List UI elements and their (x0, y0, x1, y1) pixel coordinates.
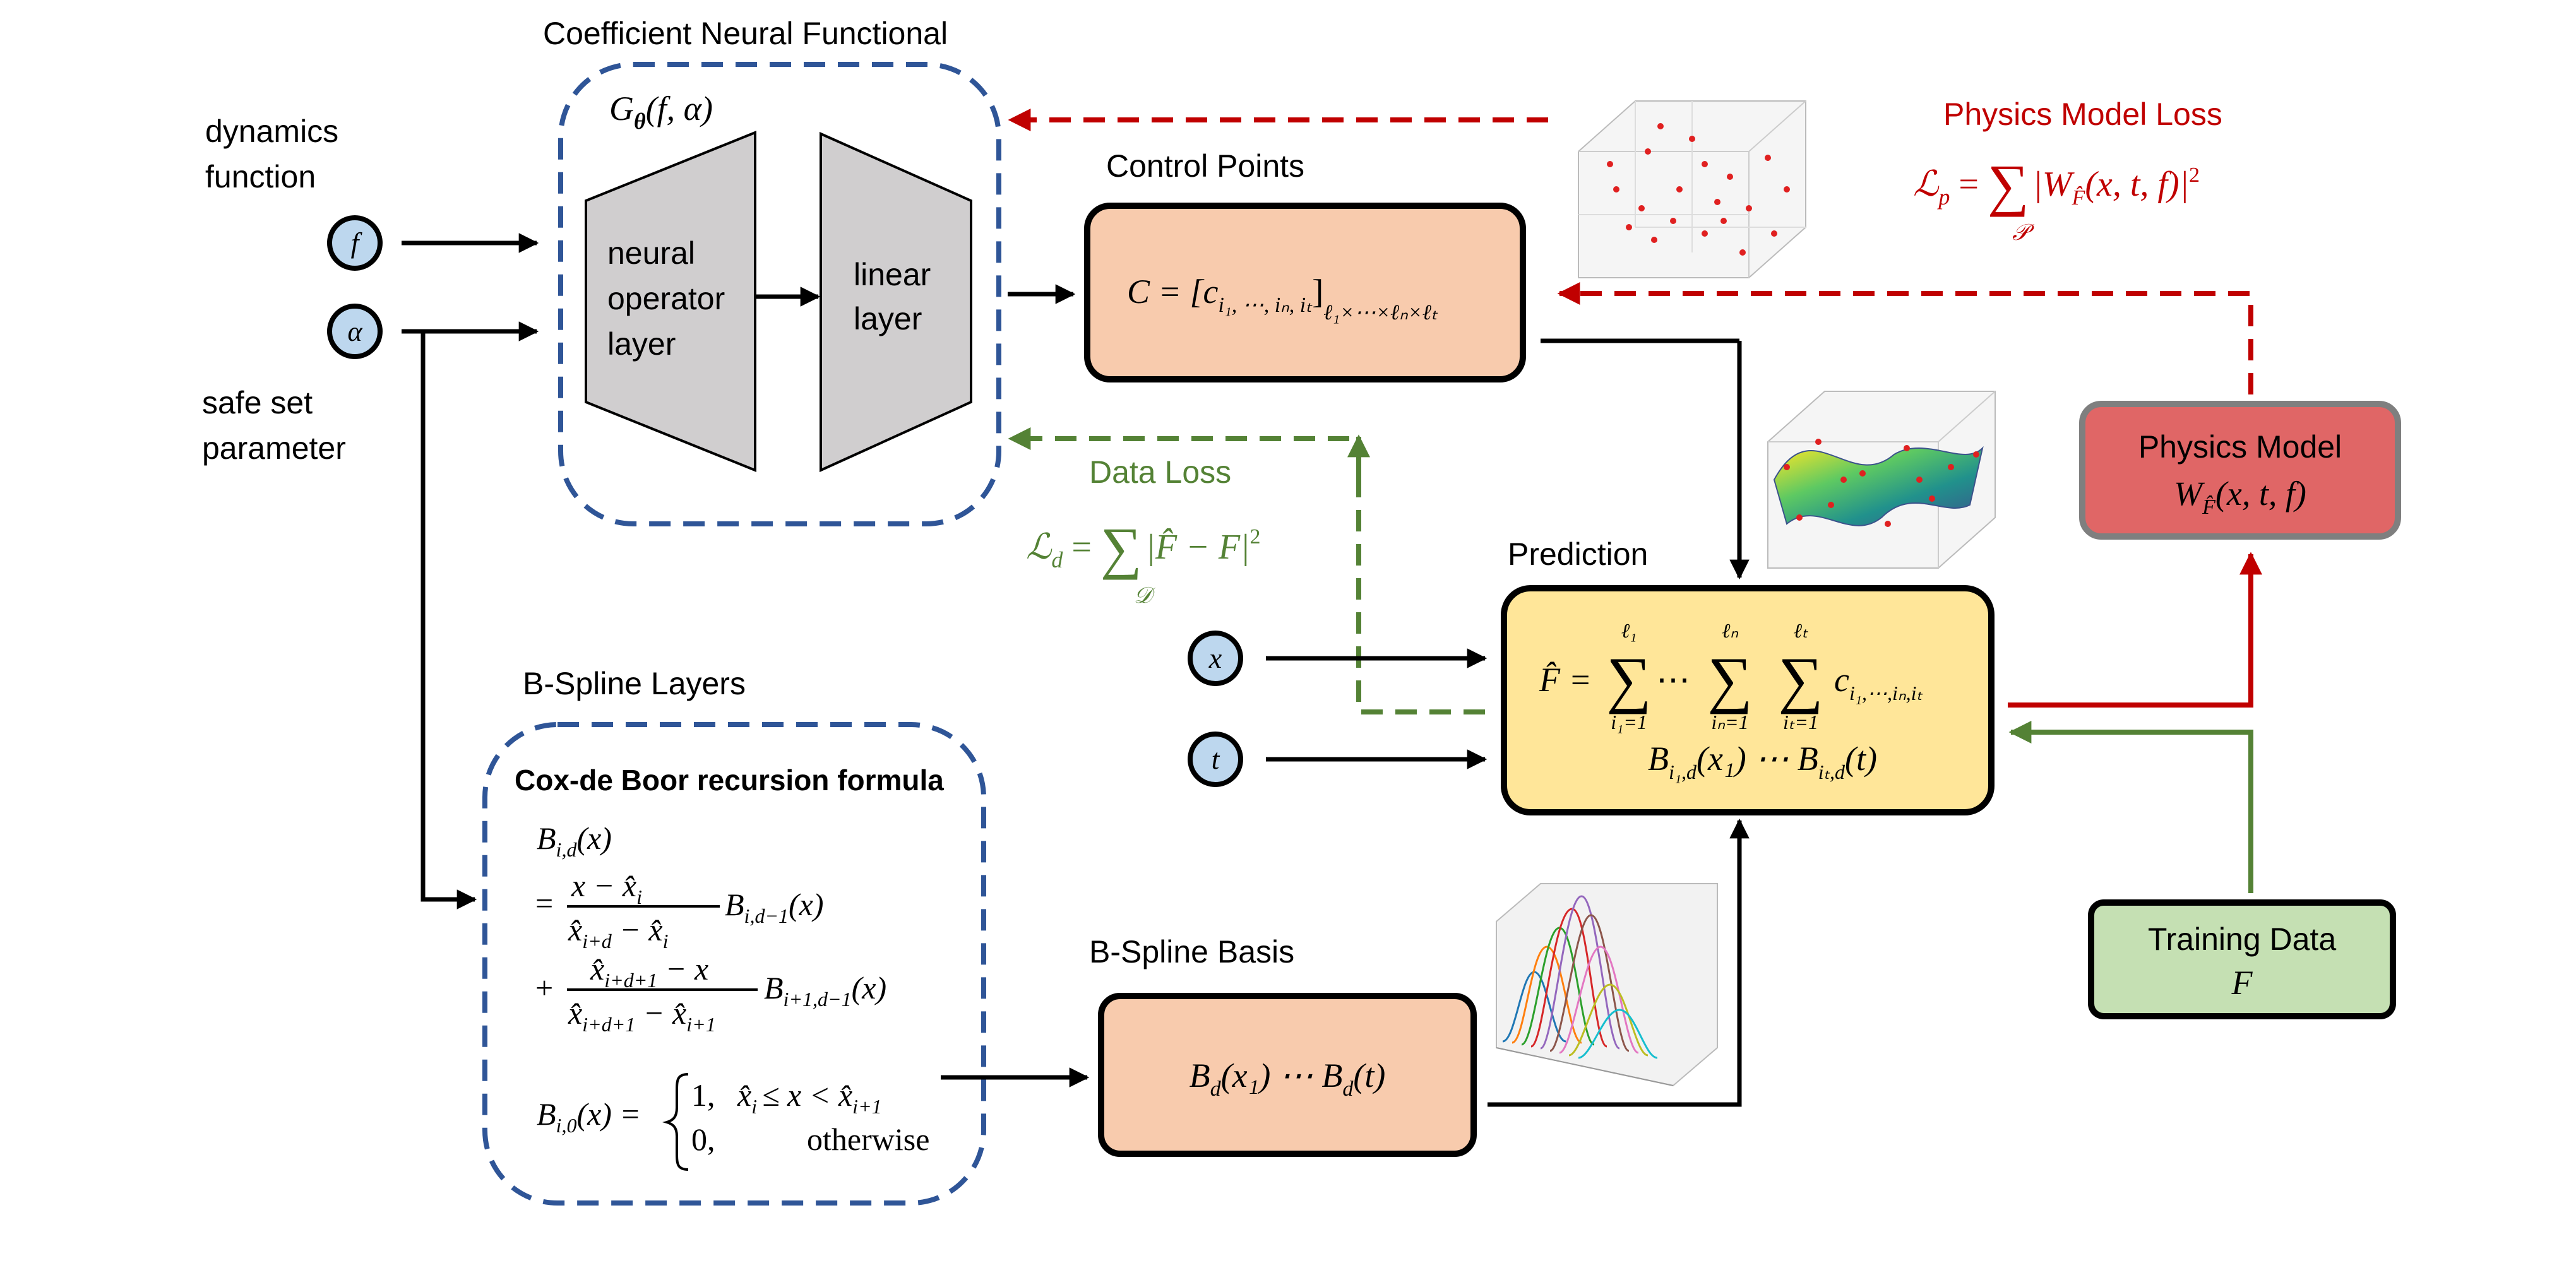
physics-loss-title: Physics Model Loss (1943, 97, 2222, 132)
physics-loss-formula: ℒp=∑|WF̂(x, t, f)|2 (1913, 153, 2200, 217)
cox-lhs: Bi,d(x) (537, 821, 612, 861)
cox-base-case-brace (662, 1073, 689, 1171)
bspline-basis-section: B-Spline Basis Bd(x₁) ⋯ Bd(t) (1089, 934, 1477, 1157)
dynamics-label-line1: dynamics (205, 114, 338, 149)
f-input-node (327, 215, 383, 271)
prediction-basis-product: Bi₁,d(x₁) ⋯ Biₜ,d(t) (1648, 740, 1877, 783)
linear-layer-shape (820, 131, 972, 473)
prediction-3d-surface-thumbnail (1767, 391, 1996, 569)
alpha-input-node (327, 304, 383, 359)
data-loss-formula: ℒd=∑|F̂ − F|2 (1026, 516, 1261, 580)
bspline-layers-title: B-Spline Layers (523, 666, 746, 701)
physics-model-box (2079, 401, 2401, 540)
arrow-training-to-prediction (2008, 721, 2253, 893)
bspline-dashed-container (482, 722, 986, 1206)
cox-case1-value: 1, (691, 1077, 715, 1113)
prediction-sum-t-bot: iₜ=1 (1783, 711, 1818, 733)
prediction-sum-n-top: ℓₙ (1722, 619, 1739, 642)
prediction-sum-1: ∑ (1606, 644, 1651, 714)
bspline-basis-curves-thumbnail (1496, 883, 1718, 1087)
linear-layer-label-1: linear (854, 257, 931, 292)
neural-operator-layer-shape (585, 131, 756, 472)
x-input-node (1188, 631, 1243, 686)
arrow-basis-to-prediction (1488, 818, 1750, 1107)
training-data-title: Training Data (2148, 921, 2336, 957)
dynamics-label-line2: function (205, 159, 316, 194)
training-data-section: Training Data F (2088, 899, 2396, 1019)
t-input-node (1188, 732, 1243, 787)
neural-operator-label-1: neural (607, 235, 695, 271)
physics-model-title: Physics Model (2138, 429, 2342, 465)
prediction-section: Prediction F̂ = ∑ ℓ₁ i₁=1 ⋯ ∑ ℓₙ iₙ=1 ∑ … (1501, 536, 1995, 815)
coefficient-neural-functional: Coefficient Neural Functional Gθ(f, α) n… (543, 16, 1001, 526)
data-loss-feedback-to-cnf (1008, 427, 1485, 714)
cox-frac2-num: x̂i+d+1 − x (590, 951, 708, 992)
arrow-prediction-to-physics-model (2008, 552, 2262, 708)
training-data-box (2088, 899, 2396, 1019)
control-points-box (1084, 203, 1526, 382)
data-loss: Data Loss ℒd=∑|F̂ − F|2 𝒟 (1026, 454, 1261, 608)
prediction-sum-t-top: ℓₜ (1794, 619, 1808, 642)
cox-frac2-den: x̂i+d+1 − x̂i+1 (568, 995, 716, 1036)
safe-set-label-line1: safe set (202, 385, 313, 420)
cox-frac1-num: x − x̂i (571, 868, 642, 908)
cox-term1: Bi,d−1(x) (725, 887, 824, 927)
prediction-fhat: F̂ = (1539, 661, 1592, 699)
prediction-dots: ⋯ (1656, 661, 1690, 699)
cox-frac1-den: x̂i+d − x̂i (568, 912, 669, 952)
control-points-title: Control Points (1106, 148, 1304, 184)
neural-operator-label-2: operator (607, 281, 725, 316)
cox-case2-condition: otherwise (807, 1122, 929, 1157)
bspline-basis-box (1098, 993, 1477, 1157)
physics-model-section: Physics Model WF̂(x, t, f) (2079, 401, 2401, 540)
x-input-symbol: x (1208, 642, 1222, 674)
prediction-sum-n: ∑ (1707, 644, 1752, 714)
prediction-sum-1-top: ℓ₁ (1621, 619, 1637, 642)
cnf-title: Coefficient Neural Functional (543, 16, 948, 51)
prediction-box (1501, 585, 1995, 815)
physics-loss-sum-domain: 𝒫 (2012, 220, 2035, 245)
prediction-sum-1-bot: i₁=1 (1611, 711, 1647, 733)
cox-eq: = (535, 886, 553, 921)
bspline-basis-title: B-Spline Basis (1089, 934, 1294, 969)
prediction-sum-t: ∑ (1778, 644, 1823, 714)
data-loss-title: Data Loss (1089, 454, 1231, 490)
physics-model-loss: Physics Model Loss ℒp=∑|WF̂(x, t, f)|2 𝒫 (1913, 97, 2222, 245)
physics-model-formula: WF̂(x, t, f) (2174, 475, 2306, 519)
bspline-basis-formula: Bd(x₁) ⋯ Bd(t) (1190, 1057, 1386, 1101)
data-loss-sum-domain: 𝒟 (1134, 583, 1156, 608)
control-points-formula: C = [ci₁, ⋯, iₙ, iₜ]ℓ₁×⋯×ℓₙ×ℓₜ (1127, 273, 1438, 324)
cox-term2: Bi+1,d−1(x) (764, 970, 886, 1010)
control-points-3d-scatter-thumbnail (1578, 100, 1806, 278)
arrow-alpha-to-bspline (420, 331, 477, 910)
bspline-layers-section: B-Spline Layers Cox-de Boor recursion fo… (482, 666, 986, 1206)
safe-set-label-line2: parameter (202, 430, 346, 466)
prediction-title: Prediction (1508, 536, 1648, 572)
control-points-section: Control Points C = [ci₁, ⋯, iₙ, iₜ]ℓ₁×⋯×… (1084, 148, 1526, 382)
cox-de-boor-title: Cox-de Boor recursion formula (515, 764, 944, 797)
cox-case2-value: 0, (691, 1122, 715, 1157)
t-input-symbol: t (1212, 743, 1220, 775)
neural-operator-label-3: layer (607, 326, 676, 362)
cox-base-case-lhs: Bi,0(x) = (537, 1096, 641, 1137)
alpha-input-symbol: α (347, 316, 362, 347)
physics-loss-feedback-to-control-points (1557, 282, 2253, 394)
cox-plus: + (535, 970, 553, 1005)
input-section: dynamics function f α safe set parameter (202, 114, 539, 910)
cnf-g-operator: Gθ(f, α) (609, 90, 713, 134)
prediction-coefficient: ci₁,⋯,iₙ,iₜ (1834, 661, 1923, 704)
cox-case1-condition: x̂i≤ x < x̂i+1 (737, 1077, 882, 1118)
cnf-dashed-container (558, 62, 1001, 526)
training-data-symbol: F (2231, 964, 2253, 1002)
prediction-sum-n-bot: iₙ=1 (1711, 711, 1748, 733)
linear-layer-label-2: layer (854, 301, 922, 336)
